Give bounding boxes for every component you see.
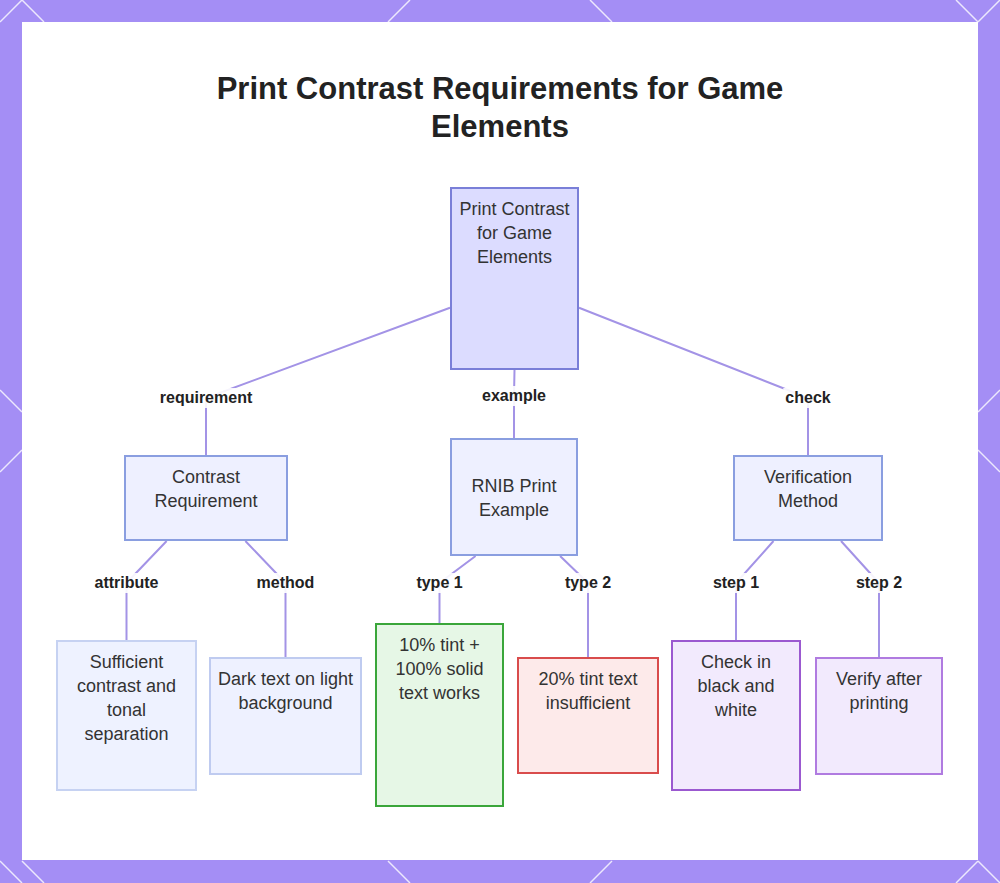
- concept-box: Dark text on light background: [209, 657, 362, 775]
- concept-box: Contrast Requirement: [124, 455, 288, 541]
- box-text: Verification Method: [741, 465, 875, 513]
- box-text: Sufficient contrast and tonal separation: [64, 650, 189, 746]
- concept-box: RNIB Print Example: [450, 438, 578, 556]
- connector-line: [841, 541, 879, 657]
- edge-label: step 1: [711, 573, 761, 593]
- concept-box: Sufficient contrast and tonal separation: [56, 640, 197, 791]
- box-text: Dark text on light background: [217, 667, 354, 715]
- edge-label: type 2: [563, 573, 613, 593]
- edge-label: method: [255, 573, 317, 593]
- edge-label: example: [480, 386, 548, 406]
- edge-label: step 2: [854, 573, 904, 593]
- edge-label: type 1: [414, 573, 464, 593]
- box-text: 10% tint + 100% solid text works: [383, 633, 496, 705]
- edge-label: check: [783, 388, 832, 408]
- diagram-title: Print Contrast Requirements for Game Ele…: [170, 70, 830, 146]
- edge-label: attribute: [93, 573, 161, 593]
- box-text: Print Contrast for Game Elements: [458, 197, 571, 269]
- box-text: Contrast Requirement: [132, 465, 280, 513]
- concept-box: Verification Method: [733, 455, 883, 541]
- box-text: 20% tint text insufficient: [525, 667, 651, 715]
- concept-box: Verify after printing: [815, 657, 943, 775]
- box-text: RNIB Print Example: [458, 474, 570, 522]
- box-text: Verify after printing: [823, 667, 935, 715]
- connector-line: [579, 308, 808, 455]
- concept-box: Print Contrast for Game Elements: [450, 187, 579, 370]
- concept-box: Check in black and white: [671, 640, 801, 791]
- concept-box: 10% tint + 100% solid text works: [375, 623, 504, 807]
- box-text: Check in black and white: [679, 650, 793, 722]
- connector-line: [560, 556, 588, 657]
- connector-line: [206, 308, 450, 455]
- connector-line: [245, 541, 285, 657]
- edge-label: requirement: [158, 388, 254, 408]
- concept-box: 20% tint text insufficient: [517, 657, 659, 774]
